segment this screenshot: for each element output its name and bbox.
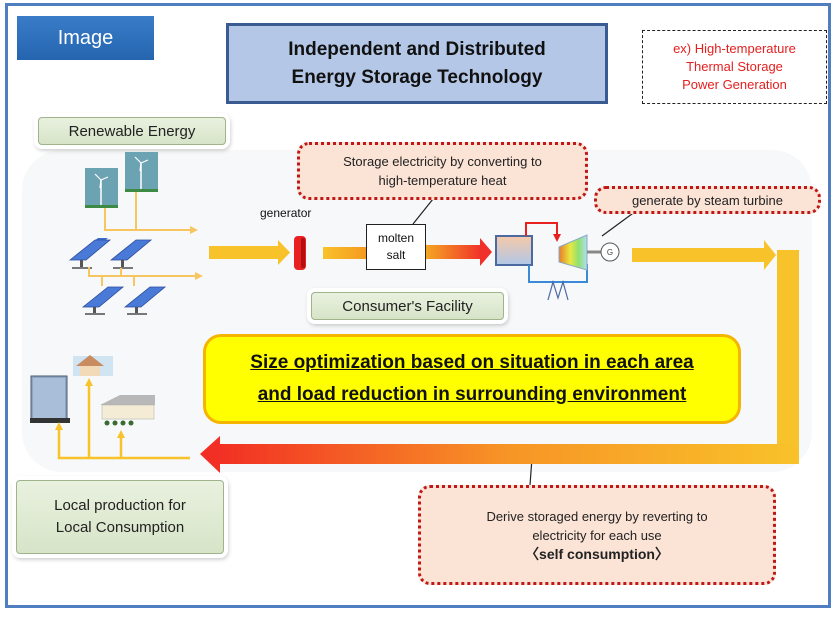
renewable-energy-label: Renewable Energy [38, 117, 226, 145]
factory-icon [100, 395, 155, 426]
storage-callout-line-2: high-temperature heat [378, 173, 507, 188]
molten-salt-box: molten salt [366, 224, 426, 270]
consumer-facility-label: Consumer's Facility [311, 292, 504, 320]
example-line-1: ex) High-temperature [673, 41, 796, 56]
derive-callout-line-2: electricity for each use [532, 527, 662, 543]
highlight-line-2: and load reduction in surrounding enviro… [257, 384, 687, 405]
callout-pointer [601, 210, 637, 237]
example-note: ex) High-temperature Thermal Storage Pow… [642, 30, 827, 104]
flow-arrow-return [200, 436, 799, 473]
derive-callout-line-3: 〈self consumption〉 [525, 545, 669, 562]
highlight-box: Size optimization based on situation in … [203, 334, 741, 424]
steam-turbine-icon [558, 234, 588, 271]
solar-panel-icon [81, 286, 125, 315]
g-symbol: G [607, 248, 613, 257]
title-line-2: Energy Storage Technology [291, 66, 543, 88]
arrowhead [190, 226, 198, 234]
flow-arrow-output [632, 240, 799, 450]
molten-line-1: molten [377, 231, 415, 245]
distribution-lines [57, 383, 190, 460]
derive-callout-line-1: Derive storaged energy by reverting to [486, 508, 708, 524]
turbine-callout: generate by steam turbine [594, 186, 821, 214]
arrowhead [85, 378, 93, 386]
arrowhead [553, 234, 561, 242]
generator-icon [294, 236, 306, 270]
solar-panel-icon [68, 238, 112, 269]
steam-line [525, 222, 558, 236]
title-box: Independent and Distributed Energy Stora… [226, 23, 608, 104]
derive-callout: Derive storaged energy by reverting to e… [418, 485, 776, 585]
title-line-1: Independent and Distributed [288, 38, 546, 60]
return-line [528, 264, 588, 283]
turbine-callout-line-1: generate by steam turbine [631, 192, 784, 208]
house-icon [73, 355, 113, 376]
image-tag: Image [17, 16, 154, 60]
arrowhead [117, 430, 125, 438]
flow-arrow-to-generator [209, 240, 290, 265]
storage-callout-line-1: Storage electricity by converting to [343, 154, 542, 169]
wind-turbine-icon [85, 168, 118, 208]
local-line-1: Local production for [54, 497, 186, 514]
office-building-icon [30, 375, 70, 423]
solar-panel-icon [109, 239, 153, 269]
example-line-2: Thermal Storage [686, 59, 783, 74]
molten-line-2: salt [386, 248, 406, 262]
wind-turbine-icon [125, 152, 158, 192]
condenser-icon [547, 279, 569, 301]
feeder-lines [88, 192, 195, 286]
arrowhead [55, 422, 63, 430]
heat-exchanger-icon [495, 235, 533, 266]
storage-callout: Storage electricity by converting to hig… [297, 142, 588, 200]
highlight-line-1: Size optimization based on situation in … [250, 352, 694, 373]
solar-panel-icon [123, 286, 167, 315]
generator-label: generator [260, 206, 312, 220]
arrowhead [195, 272, 203, 280]
flow-arrow-to-storage [323, 247, 366, 259]
flow-arrow-heat [426, 238, 492, 266]
local-line-2: Local Consumption [55, 519, 185, 536]
local-production-label: Local production for Local Consumption [16, 480, 224, 554]
example-line-3: Power Generation [682, 77, 787, 92]
generator-g-icon [600, 242, 620, 262]
